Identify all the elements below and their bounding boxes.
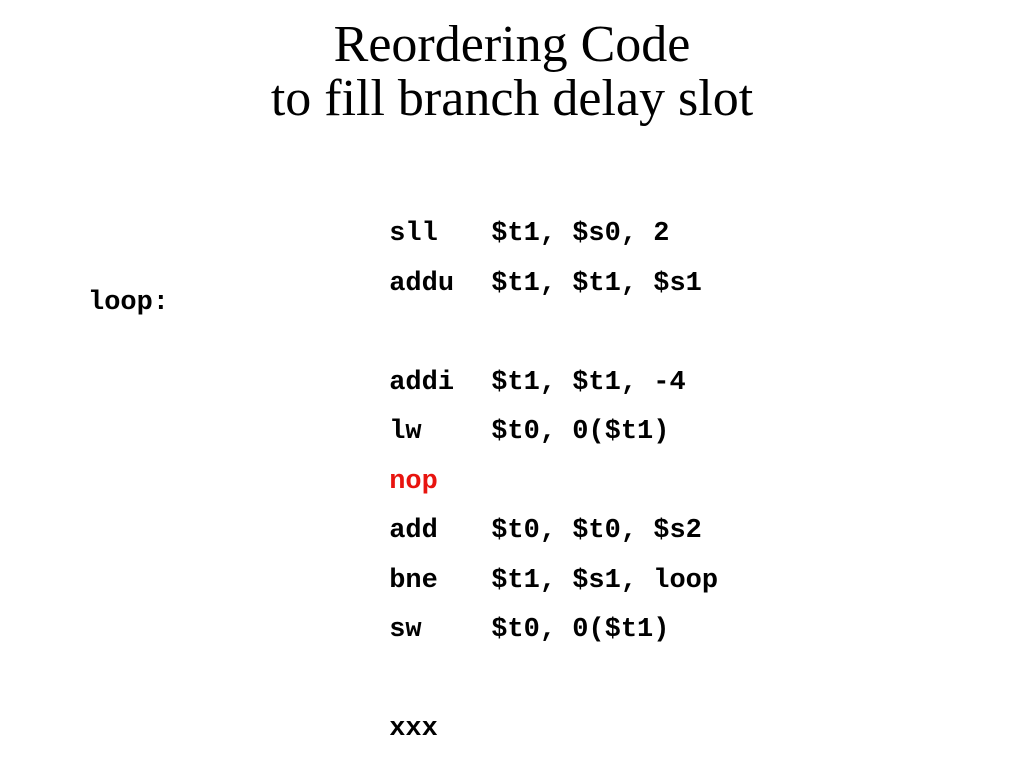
- code-line-add: add $t0, $t0, $s2: [292, 486, 702, 576]
- code-label-loop: loop:: [88, 288, 170, 318]
- instruction-opcode: bne: [389, 566, 438, 596]
- code-line-xxx: xxx: [292, 684, 491, 774]
- code-line-sw: sw $t0, 0($t1): [292, 585, 669, 675]
- instruction-opcode: add: [389, 516, 438, 546]
- code-line-addu: addu $t1, $t1, $s1: [292, 239, 702, 329]
- instruction-operands: $t0, 0($t1): [491, 615, 670, 645]
- code-line-lw: lw $t0, 0($t1): [292, 387, 669, 477]
- code-line-sll: sll $t1, $s0, 2: [292, 189, 669, 279]
- instruction-opcode: lw: [389, 417, 422, 447]
- instruction-opcode: addu: [389, 269, 455, 299]
- instruction-opcode: nop: [389, 467, 438, 497]
- instruction-opcode: sw: [389, 615, 422, 645]
- slide-title: Reordering Code to fill branch delay slo…: [0, 18, 1024, 126]
- instruction-opcode: xxx: [389, 714, 438, 744]
- instruction-operands: $t1, $s1, loop: [491, 566, 719, 596]
- instruction-opcode: sll: [389, 219, 438, 249]
- code-line-nop-highlighted: nop: [292, 437, 491, 527]
- instruction-operands: $t1, $t1, -4: [491, 368, 686, 398]
- code-line-addi: addi $t1, $t1, -4: [292, 338, 686, 428]
- instruction-operands: $t1, $t1, $s1: [491, 269, 702, 299]
- slide-title-line-1: Reordering Code: [333, 16, 691, 73]
- instruction-operands: $t1, $s0, 2: [491, 219, 670, 249]
- slide-title-line-2: to fill branch delay slot: [270, 70, 754, 127]
- instruction-operands: $t0, $t0, $s2: [491, 516, 702, 546]
- code-line-bne: bne $t1, $s1, loop: [292, 536, 718, 626]
- instruction-operands: $t0, 0($t1): [491, 417, 670, 447]
- instruction-opcode: addi: [389, 368, 455, 398]
